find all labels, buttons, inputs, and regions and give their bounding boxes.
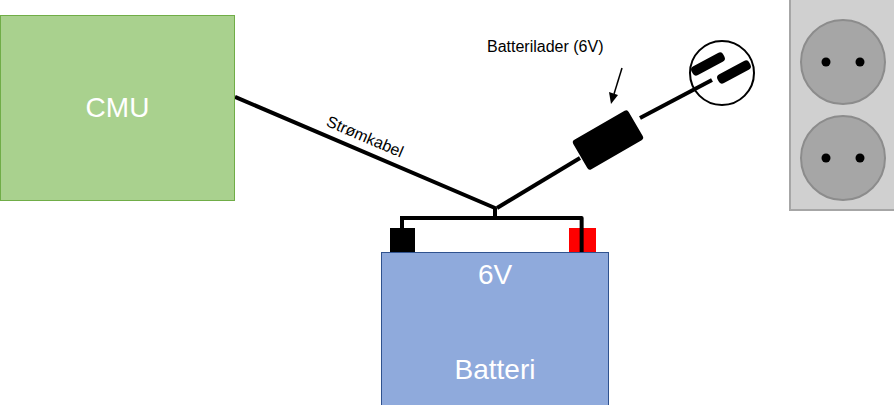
charger-cable	[640, 80, 712, 118]
node-text: 6V	[478, 259, 512, 291]
battery-box: 6V Batteri	[381, 252, 609, 405]
socket-hole	[822, 154, 831, 163]
negative-terminal	[390, 228, 415, 252]
socket	[801, 20, 885, 104]
plug	[690, 41, 754, 105]
socket-hole	[856, 58, 865, 67]
wall-socket-panel	[790, 0, 894, 210]
unit-box: CMU	[0, 15, 235, 201]
socket	[801, 116, 885, 200]
part-label: Batterilader (6V)	[487, 38, 604, 56]
socket-hole	[856, 154, 865, 163]
node-text: Batteri	[455, 354, 536, 386]
plug-prong	[716, 59, 752, 85]
power-cable	[235, 97, 582, 252]
charger-cable	[497, 158, 580, 208]
socket-hole	[822, 58, 831, 67]
terminal-wire	[402, 218, 497, 228]
leader-line	[614, 68, 622, 94]
node-text: CMU	[86, 92, 150, 124]
plug-prong	[690, 51, 726, 77]
leader-arrowhead	[609, 92, 618, 104]
battery-charger	[572, 109, 644, 170]
